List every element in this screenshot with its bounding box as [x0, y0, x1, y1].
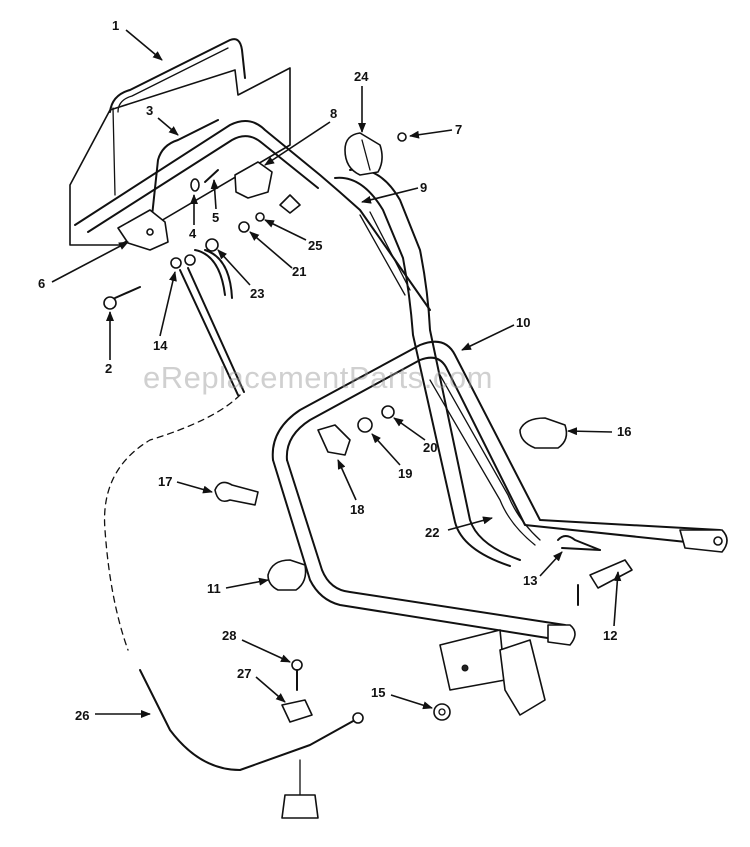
pivot-shaft	[577, 559, 633, 606]
cable-clip	[267, 559, 307, 591]
carriage-bolt	[214, 481, 259, 506]
callout-18: 18	[350, 502, 364, 517]
callout-17: 17	[158, 474, 172, 489]
callouts: 1 2 3 4 5 6 7 8 9 10 11 12 13	[38, 18, 631, 723]
callout-22: 22	[425, 525, 439, 540]
callout-15: 15	[371, 685, 385, 700]
cable-path	[103, 394, 241, 651]
eye-bolt	[103, 286, 141, 310]
cable-bracket-hardware	[281, 659, 313, 723]
callout-27: 27	[237, 666, 251, 681]
lower-cable	[139, 669, 364, 819]
control-rod	[149, 119, 219, 236]
callout-10: 10	[516, 315, 530, 330]
callout-19: 19	[398, 466, 412, 481]
callout-2: 2	[105, 361, 112, 376]
callout-5: 5	[212, 210, 219, 225]
upper-handle-frame	[74, 120, 521, 567]
handle-bracket	[234, 161, 273, 199]
small-hardware	[170, 169, 301, 269]
cable-rod	[179, 267, 245, 396]
callout-25: 25	[308, 238, 322, 253]
callout-16: 16	[617, 424, 631, 439]
hair-pin	[557, 535, 601, 551]
knob-screw	[397, 132, 407, 142]
callout-14: 14	[153, 338, 168, 353]
callout-6: 6	[38, 276, 45, 291]
callout-8: 8	[330, 106, 337, 121]
adjust-knob	[344, 132, 383, 176]
callout-28: 28	[222, 628, 236, 643]
callout-20: 20	[423, 440, 437, 455]
spring-clip	[194, 249, 233, 299]
mounting-bracket	[439, 629, 546, 716]
lower-hardware	[317, 405, 395, 456]
handle-rods	[429, 374, 541, 546]
callout-11: 11	[207, 581, 221, 596]
callout-7: 7	[455, 122, 462, 137]
lower-handle-frame	[271, 340, 728, 646]
callout-3: 3	[146, 103, 153, 118]
callout-26: 26	[75, 708, 89, 723]
wire-clip	[519, 417, 568, 449]
callout-9: 9	[420, 180, 427, 195]
callout-23: 23	[250, 286, 264, 301]
callout-24: 24	[354, 69, 369, 84]
callout-12: 12	[603, 628, 617, 643]
callout-1: 1	[112, 18, 119, 33]
callout-21: 21	[292, 264, 306, 279]
flange-nut	[433, 703, 451, 721]
callout-4: 4	[189, 226, 197, 241]
callout-13: 13	[523, 573, 537, 588]
